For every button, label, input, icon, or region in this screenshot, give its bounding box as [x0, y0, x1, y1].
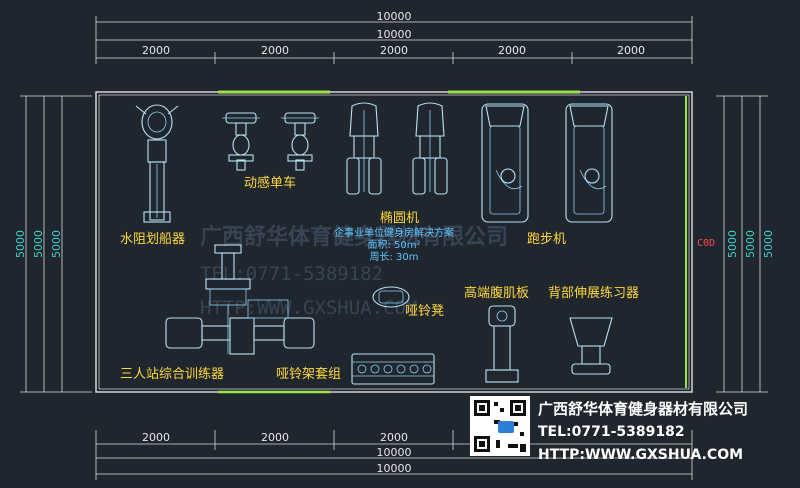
footer-url: HTTP:WWW.GXSHUA.COM: [538, 447, 743, 463]
top-total-1: 10000: [377, 10, 412, 23]
dumbbell-rack-label: 哑铃架套组: [276, 366, 341, 382]
right-dim-2: 5000: [744, 230, 757, 258]
watermark-tel: TEL:0771-5389182: [200, 263, 383, 285]
bottom-dimensions: [95, 430, 693, 480]
top-seg-1: 2000: [142, 44, 170, 57]
top-seg-2: 2000: [261, 44, 289, 57]
treadmill-icon-2: [565, 103, 613, 223]
ab-board-icon: [485, 305, 519, 383]
multi-station-label: 三人站综合训练器: [120, 367, 224, 382]
top-seg-4: 2000: [498, 44, 526, 57]
qr-code: [470, 396, 530, 456]
top-seg-3: 2000: [380, 44, 408, 57]
left-dim-1: 5000: [14, 230, 27, 258]
elliptical-icon-2: [412, 102, 448, 195]
watermark-url: HTTP:WWW.GXSHUA.COM: [200, 297, 417, 319]
ab-board-label: 高端腹肌板: [464, 285, 529, 301]
right-dimensions: [716, 95, 768, 393]
red-marker: C0D: [697, 238, 715, 249]
right-dim-1: 5000: [726, 230, 739, 258]
bottom-seg-2: 2000: [261, 431, 289, 444]
dumbbell-rack-icon: [351, 353, 435, 385]
rowing-machine-icon: [135, 104, 179, 223]
elliptical-label: 椭圆机: [380, 210, 419, 226]
bottom-total-2: 10000: [377, 462, 412, 475]
spin-bike-icon-1: [222, 112, 260, 171]
bottom-total-1: 10000: [377, 446, 412, 459]
elliptical-icon-1: [346, 102, 382, 195]
top-seg-5: 2000: [617, 44, 645, 57]
spin-bike-icon-2: [281, 112, 319, 171]
multi-station-icon: [165, 244, 315, 355]
top-total-2: 10000: [377, 28, 412, 41]
footer-tel: TEL:0771-5389182: [538, 424, 685, 440]
spin-bike-label: 动感单车: [244, 175, 296, 191]
dumbbell-bench-label: 哑铃凳: [405, 303, 444, 319]
plan-perimeter: 周长: 30m: [369, 251, 418, 263]
dumbbell-bench-icon: [372, 286, 410, 308]
left-dim-3: 5000: [50, 230, 63, 258]
bottom-seg-3: 2000: [380, 431, 408, 444]
footer-company: 广西舒华体育健身器材有限公司: [538, 400, 748, 418]
treadmill-icon-1: [481, 103, 529, 223]
left-dimensions: [20, 95, 92, 393]
treadmill-label: 跑步机: [527, 232, 566, 247]
top-dimensions: [95, 16, 693, 64]
watermark-name: 广西舒华体育健身器材有限公司: [200, 224, 508, 250]
rowing-label: 水阻划船器: [120, 232, 185, 247]
bottom-seg-1: 2000: [142, 431, 170, 444]
left-dim-2: 5000: [32, 230, 45, 258]
plan-area: 面积: 50m²: [367, 239, 420, 251]
back-extension-icon: [569, 317, 613, 375]
plan-title: 企事业单位健身房解决方案: [334, 226, 454, 239]
back-extension-label: 背部伸展练习器: [548, 286, 639, 301]
room-walls: [95, 90, 693, 394]
right-dim-3: 5000: [762, 230, 775, 258]
